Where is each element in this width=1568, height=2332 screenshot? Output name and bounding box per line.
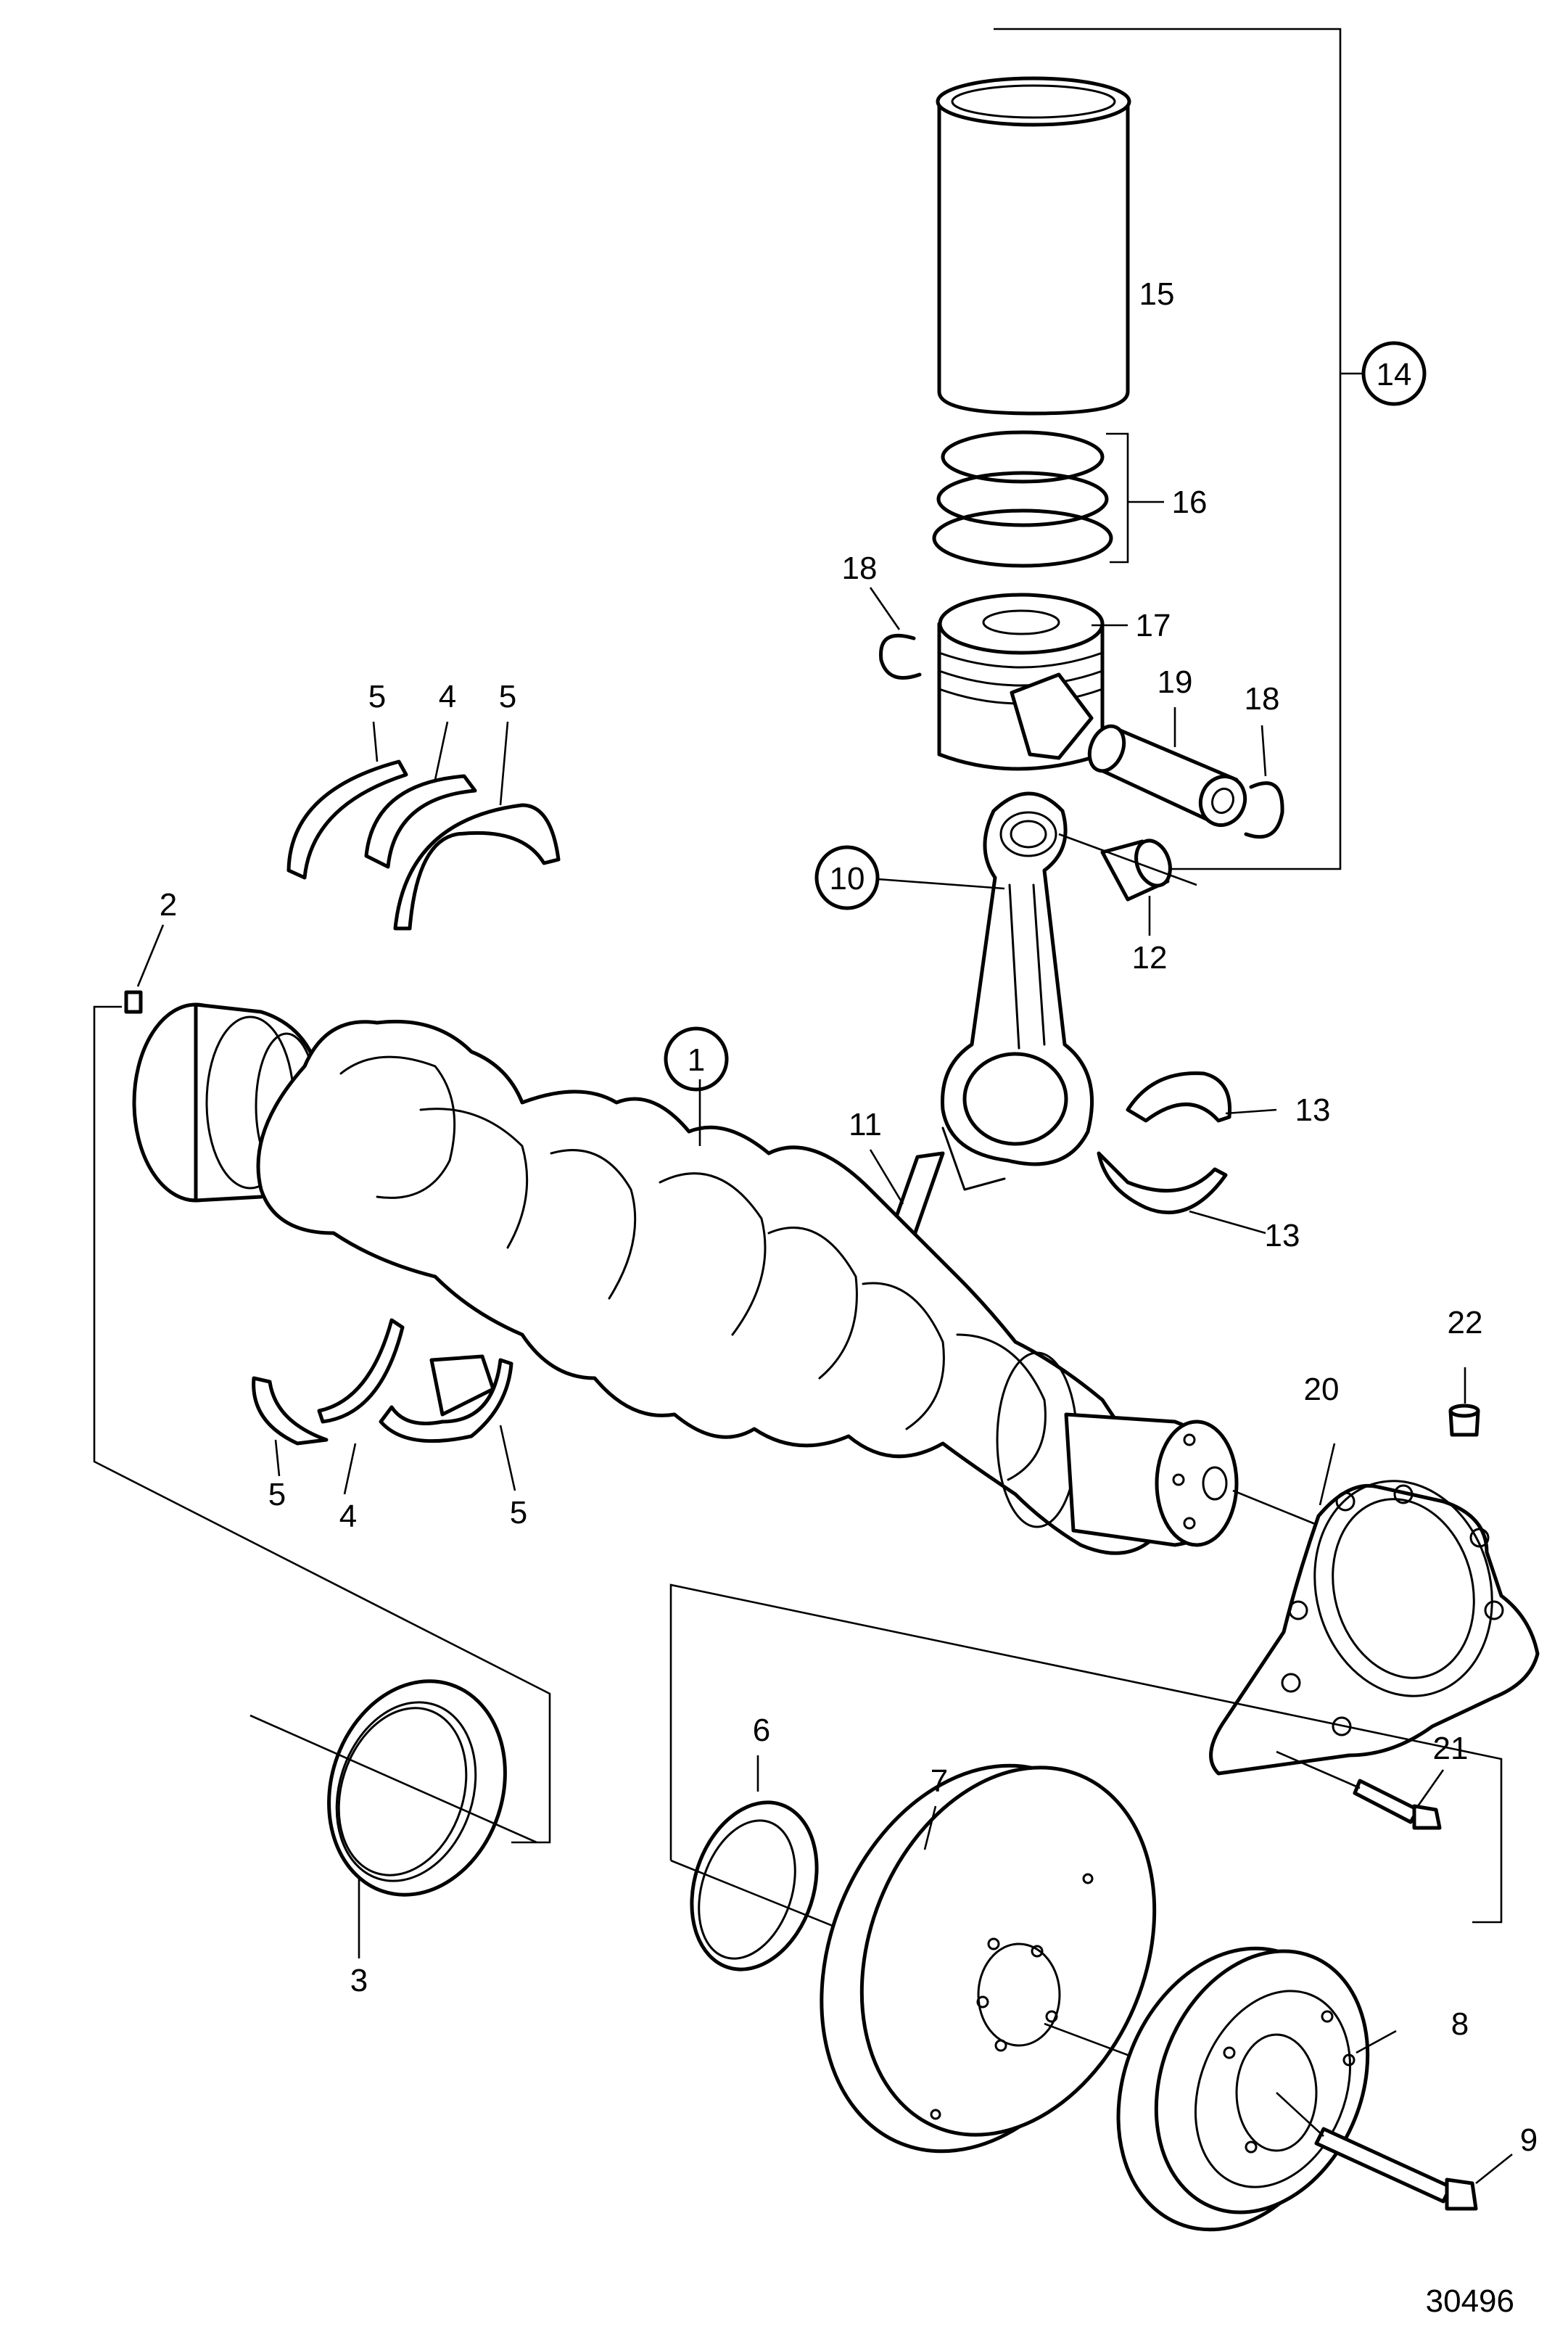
cylinder-liner <box>936 76 1131 416</box>
callout-5: 5 <box>368 679 386 714</box>
callout-17: 17 <box>1136 608 1171 643</box>
callout-1: 1 <box>688 1042 705 1078</box>
circlip-left <box>869 587 922 680</box>
callout-15: 15 <box>1139 276 1175 312</box>
callout-20: 20 <box>1304 1372 1340 1407</box>
drawing-number: 30496 <box>1426 2283 1514 2319</box>
callout-9: 9 <box>1520 2122 1538 2158</box>
callout-14: 14 <box>1377 357 1412 392</box>
rear-seal <box>670 1755 878 1972</box>
piston-pin <box>1087 707 1247 827</box>
plug <box>1448 1367 1480 1437</box>
callout-12: 12 <box>1132 940 1168 976</box>
front-crankshaft-seal <box>249 1679 537 1958</box>
pulley <box>820 1763 1161 2154</box>
bracket-rear-group <box>669 1583 1503 1924</box>
damper-bolt <box>1276 2092 1513 2211</box>
callout-4: 4 <box>339 1499 357 1534</box>
big-end-bearing-shells <box>1097 1071 1277 1235</box>
callout-22: 22 <box>1448 1305 1483 1340</box>
dowel-pin <box>124 924 165 1014</box>
callout-7: 7 <box>931 1763 948 1799</box>
callout-13: 13 <box>1265 1218 1300 1253</box>
callout-2: 2 <box>160 887 177 923</box>
callout-5: 5 <box>499 679 516 714</box>
bracket-group-14 <box>994 28 1363 870</box>
callout-6: 6 <box>753 1713 770 1748</box>
piston-rings <box>932 430 1164 568</box>
callout-10: 10 <box>830 861 865 897</box>
callout-circle-14 <box>1361 341 1427 406</box>
callout-circle-10 <box>814 845 880 910</box>
callout-4: 4 <box>439 679 456 714</box>
callout-circle-1 <box>664 1026 729 1092</box>
callout-5: 5 <box>268 1477 286 1512</box>
main-bearing-upper <box>286 721 561 931</box>
bracket-front-seal <box>93 1005 551 1844</box>
cover-bolt <box>1276 1750 1445 1830</box>
circlip-right <box>1244 725 1284 839</box>
vibration-damper <box>1116 1946 1397 2232</box>
callout-8: 8 <box>1451 2006 1469 2042</box>
callout-21: 21 <box>1433 1731 1469 1766</box>
connecting-rod <box>877 791 1094 1191</box>
small-end-bushing <box>1058 833 1197 936</box>
callout-3: 3 <box>350 1963 368 1998</box>
callout-11: 11 <box>849 1107 882 1142</box>
callout-5: 5 <box>510 1495 527 1530</box>
rear-cover <box>1209 1443 1540 1776</box>
callout-19: 19 <box>1158 664 1193 700</box>
callout-18: 18 <box>1245 681 1280 717</box>
callout-labels: 1 2 3 4 4 5 5 5 5 6 7 8 9 10 11 12 13 13… <box>160 276 1538 2158</box>
crankshaft <box>132 1002 1350 1555</box>
callout-16: 16 <box>1172 485 1208 520</box>
callout-13: 13 <box>1295 1092 1331 1128</box>
callout-18: 18 <box>842 551 878 586</box>
main-bearing-lower <box>252 1318 516 1495</box>
